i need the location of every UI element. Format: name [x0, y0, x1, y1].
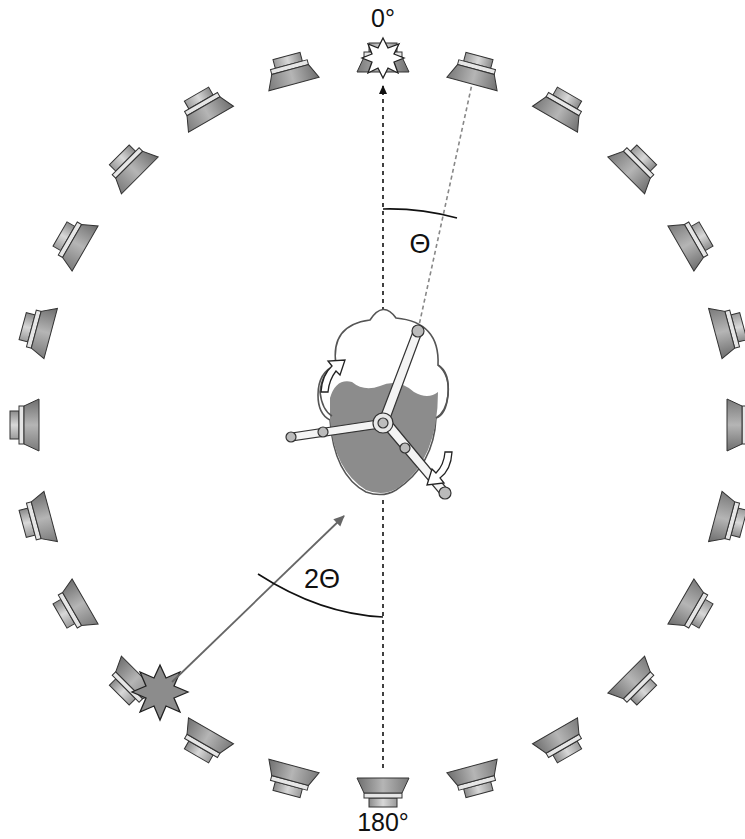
axis-180 — [382, 500, 384, 770]
loudspeaker — [47, 579, 98, 639]
loudspeaker — [532, 81, 592, 132]
source-star — [132, 665, 188, 720]
rotated-direction — [418, 84, 472, 330]
loudspeaker — [727, 399, 745, 451]
loudspeaker — [101, 136, 158, 193]
rotation-arrow — [427, 452, 452, 485]
angle-label: 0° — [371, 6, 395, 31]
angle-label: Θ — [409, 231, 430, 258]
loudspeaker — [261, 49, 319, 90]
angle-label: 2Θ — [304, 566, 340, 593]
loudspeaker — [668, 211, 719, 271]
loudspeaker — [608, 136, 665, 193]
loudspeaker — [532, 718, 592, 769]
loudspeaker — [447, 759, 505, 800]
rotating-rig — [286, 325, 451, 499]
loudspeaker — [261, 759, 319, 800]
source-arrow — [172, 516, 344, 682]
loudspeaker — [709, 301, 745, 359]
loudspeaker — [10, 399, 39, 451]
loudspeaker — [608, 656, 665, 713]
loudspeaker — [16, 491, 57, 549]
loudspeaker — [174, 718, 234, 769]
active-source-star — [362, 38, 404, 78]
loudspeaker — [174, 81, 234, 132]
angle-label: 180° — [357, 810, 409, 835]
loudspeaker — [447, 49, 505, 90]
loudspeaker — [668, 579, 719, 639]
loudspeaker — [357, 778, 409, 807]
loudspeaker-ring — [10, 43, 745, 807]
loudspeaker — [709, 491, 745, 549]
theta-arc — [383, 209, 457, 218]
loudspeaker — [16, 301, 57, 359]
listener-head — [318, 309, 448, 494]
loudspeaker — [47, 211, 98, 271]
rotation-arrow — [321, 360, 345, 392]
